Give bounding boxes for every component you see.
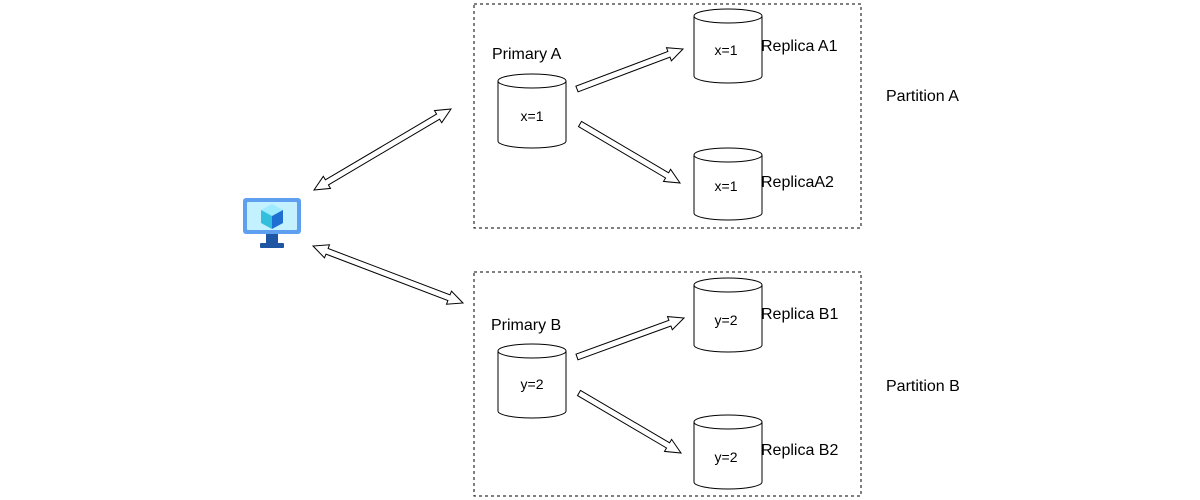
primary-b-to-replica-b1-arrow — [575, 316, 686, 361]
replication-arrows — [311, 47, 686, 454]
monitor-base — [260, 243, 284, 248]
replica-a1-cylinder-body — [693, 16, 763, 84]
cube-right-face — [272, 210, 283, 229]
primary-b-value: y=2 — [521, 376, 544, 392]
primary-a-cylinder-body — [497, 81, 567, 149]
replica-b2-cylinder-top — [693, 414, 763, 430]
replica-a2-cylinder-top — [693, 147, 763, 163]
primary-a-to-replica-a1-arrow — [575, 47, 685, 93]
replica-a1-cylinder-top — [693, 8, 763, 24]
replica-a1-label: Replica A1 — [761, 38, 838, 55]
partition-a-label: Partition A — [886, 88, 959, 105]
virtual-machine-icon[interactable] — [243, 198, 301, 248]
primary-a-value: x=1 — [521, 108, 544, 124]
cube-left-face — [261, 210, 272, 229]
replica-b1-label: Replica B1 — [761, 306, 838, 323]
primary-a-label: Primary A — [492, 46, 562, 63]
partition-a-box — [473, 3, 862, 229]
partition-b-label: Partition B — [886, 378, 960, 395]
primary-a-database: x=1 — [497, 73, 567, 149]
replica-b2-label: Replica B2 — [761, 442, 838, 459]
replica-b1-value: y=2 — [715, 312, 738, 328]
client-partition-b-arrow — [311, 244, 465, 305]
primary-b-cylinder-top — [497, 343, 567, 359]
replica-a2-value: x=1 — [715, 178, 738, 194]
replica-a2-database: x=1 — [693, 147, 763, 221]
primary-b-database: y=2 — [497, 343, 567, 419]
replica-b2-database: y=2 — [693, 414, 763, 490]
replica-b2-cylinder-body — [693, 422, 763, 490]
replica-b1-cylinder-body — [693, 285, 763, 353]
replica-b1-cylinder-top — [693, 277, 763, 293]
client-partition-a-arrow — [312, 108, 453, 191]
replica-a1-value: x=1 — [715, 42, 738, 58]
primary-b-to-replica-b2-arrow — [576, 389, 683, 454]
primary-a-to-replica-a2-arrow — [577, 120, 682, 184]
partition-b-box — [473, 271, 862, 497]
replica-b1-database: y=2 — [693, 277, 763, 353]
primary-a-cylinder-top — [497, 73, 567, 89]
replica-a1-database: x=1 — [693, 8, 763, 84]
primary-b-label: Primary B — [491, 317, 561, 334]
replica-b2-value: y=2 — [715, 449, 738, 465]
replica-a2-cylinder-body — [693, 155, 763, 221]
primary-b-cylinder-body — [497, 351, 567, 419]
replica-a2-label: ReplicaA2 — [761, 174, 834, 191]
monitor-neck — [266, 234, 278, 243]
